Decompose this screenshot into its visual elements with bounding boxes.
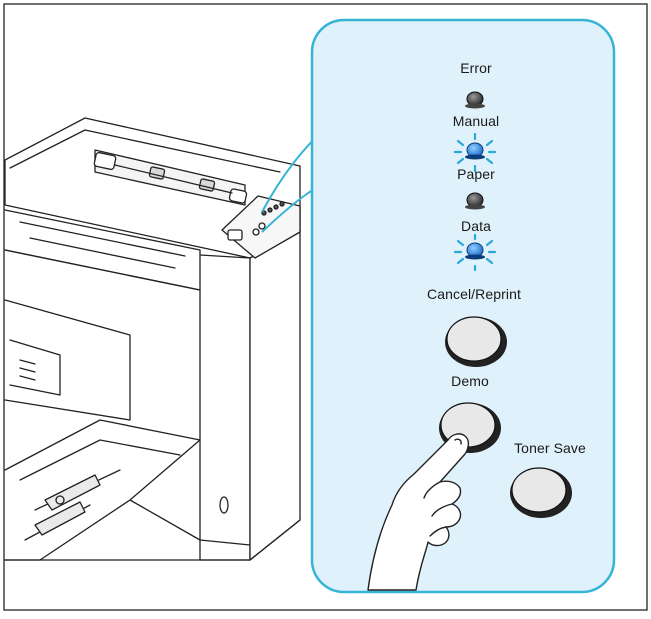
pressing-hand	[367, 433, 470, 591]
led-error-label: Error	[460, 60, 492, 76]
control-panel-zoom	[261, 18, 616, 594]
toner-save-button[interactable]	[510, 467, 572, 518]
led-data	[453, 233, 497, 272]
demo-label: Demo	[451, 373, 489, 389]
panel-background	[310, 18, 616, 594]
led-manual-label: Manual	[452, 113, 500, 129]
cancel-reprint-label: Cancel/Reprint	[427, 286, 521, 302]
led-manual	[453, 132, 497, 173]
led-error	[465, 91, 485, 109]
led-data-label: Data	[461, 218, 491, 234]
cancel-reprint-button[interactable]	[445, 316, 507, 367]
toner-save-label: Toner Save	[514, 440, 586, 456]
led-paper-label: Paper	[457, 166, 495, 182]
printer-illustration	[4, 117, 301, 561]
led-paper	[465, 192, 485, 210]
